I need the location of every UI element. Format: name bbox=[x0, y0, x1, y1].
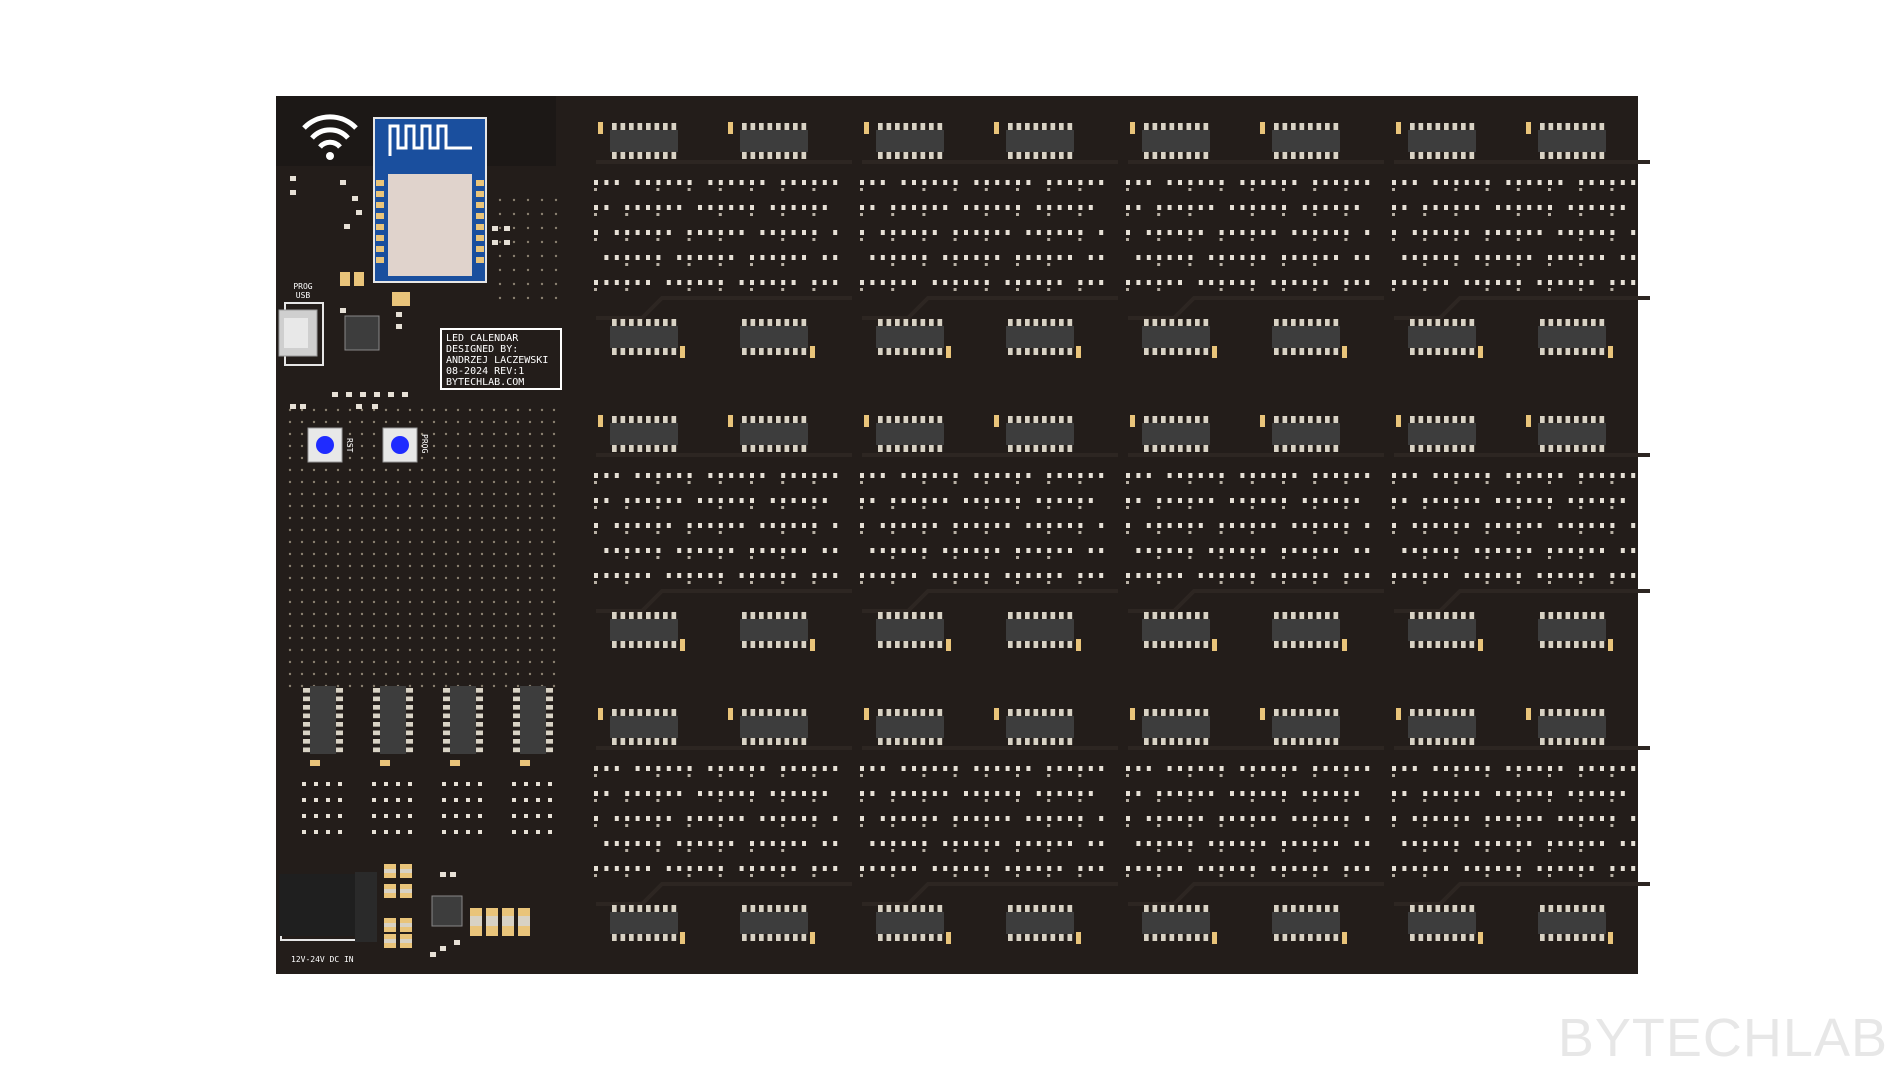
label-line-1: LED CALENDAR bbox=[446, 333, 519, 344]
small-passives bbox=[290, 176, 510, 957]
led-matrix bbox=[594, 122, 1636, 944]
prog-usb-label-bottom: USB bbox=[296, 291, 311, 300]
driver-ics bbox=[302, 686, 553, 834]
wifi-module bbox=[373, 117, 487, 283]
power-label: 12V-24V DC IN bbox=[291, 955, 354, 964]
label-line-4: 08-2024 REV:1 bbox=[446, 366, 524, 377]
usb-connector: PROG USB bbox=[278, 282, 324, 366]
rst-label: RST bbox=[345, 438, 354, 453]
watermark: BYTECHLAB bbox=[1557, 1008, 1888, 1068]
prog-label: PROG bbox=[420, 434, 429, 453]
regulator-chip bbox=[431, 895, 463, 927]
label-line-3: ANDRZEJ LACZEWSKI bbox=[446, 355, 548, 366]
label-line-2: DESIGNED BY: bbox=[446, 344, 518, 355]
pcb-board bbox=[276, 96, 1638, 974]
power-passives bbox=[384, 864, 530, 948]
usb-serial-chip bbox=[344, 315, 380, 351]
dc-power-jack: 12V-24V DC IN bbox=[279, 872, 377, 964]
reset-button: RST bbox=[307, 427, 354, 463]
prog-usb-label-top: PROG bbox=[293, 282, 312, 291]
design-label: LED CALENDAR DESIGNED BY: ANDRZEJ LACZEW… bbox=[440, 328, 562, 390]
label-line-5: BYTECHLAB.COM bbox=[446, 377, 524, 388]
copper-traces bbox=[596, 160, 1650, 906]
wifi-icon bbox=[302, 114, 358, 160]
prog-button: PROG bbox=[382, 427, 429, 463]
